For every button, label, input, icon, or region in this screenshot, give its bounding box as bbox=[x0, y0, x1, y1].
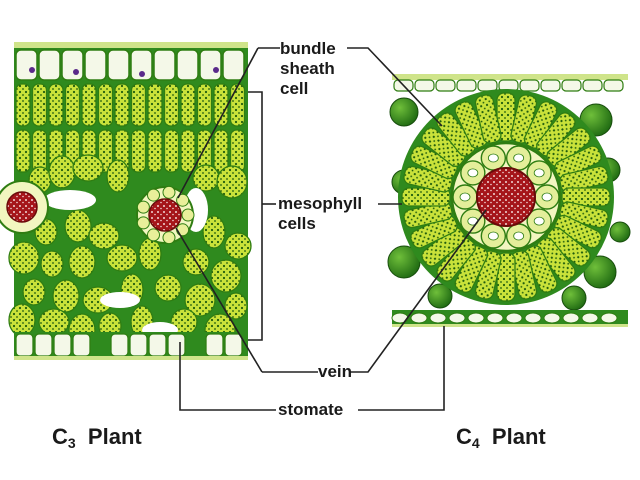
c3-letter: C bbox=[52, 424, 68, 449]
bundle-sheath-label: bundle sheath cell bbox=[280, 39, 336, 99]
c3-vein-center bbox=[136, 185, 195, 245]
c4-radial-mesophyll bbox=[398, 89, 614, 305]
mesophyll-label-line-2: cells bbox=[278, 214, 316, 233]
bundle-sheath-label-line-1: bundle bbox=[280, 39, 336, 58]
c3-vein-left bbox=[0, 180, 49, 234]
mesophyll-label: mesophyll cells bbox=[278, 194, 362, 234]
leader-lines bbox=[175, 47, 487, 411]
bundle-sheath-label-line-2: sheath bbox=[280, 59, 335, 78]
c4-word: Plant bbox=[491, 424, 546, 449]
c3-leaf-section bbox=[0, 42, 252, 360]
c3-upper-epidermis bbox=[14, 42, 248, 81]
c4-letter: C bbox=[456, 424, 472, 449]
c4-lower-epidermis bbox=[391, 310, 628, 327]
vein-label: vein bbox=[318, 362, 353, 381]
c4-subscript: 4 bbox=[471, 435, 480, 451]
c3-subscript: 3 bbox=[67, 435, 76, 451]
c4-upper-epidermis bbox=[392, 74, 628, 92]
c4-leaf-section bbox=[387, 74, 631, 327]
c4-dark-mesophyll bbox=[387, 97, 631, 311]
stomate-label: stomate bbox=[278, 400, 344, 419]
c4-plant-title: C4 Plant bbox=[456, 424, 546, 451]
c3-lower-epidermis bbox=[14, 332, 248, 360]
bundle-sheath-label-line-3: cell bbox=[280, 79, 309, 98]
c3-plant-title: C3 Plant bbox=[52, 424, 142, 451]
c4-vein bbox=[476, 167, 536, 227]
mesophyll-label-line-1: mesophyll bbox=[278, 194, 363, 213]
c3-word: Plant bbox=[87, 424, 142, 449]
c3-palisade-cells bbox=[15, 83, 246, 173]
